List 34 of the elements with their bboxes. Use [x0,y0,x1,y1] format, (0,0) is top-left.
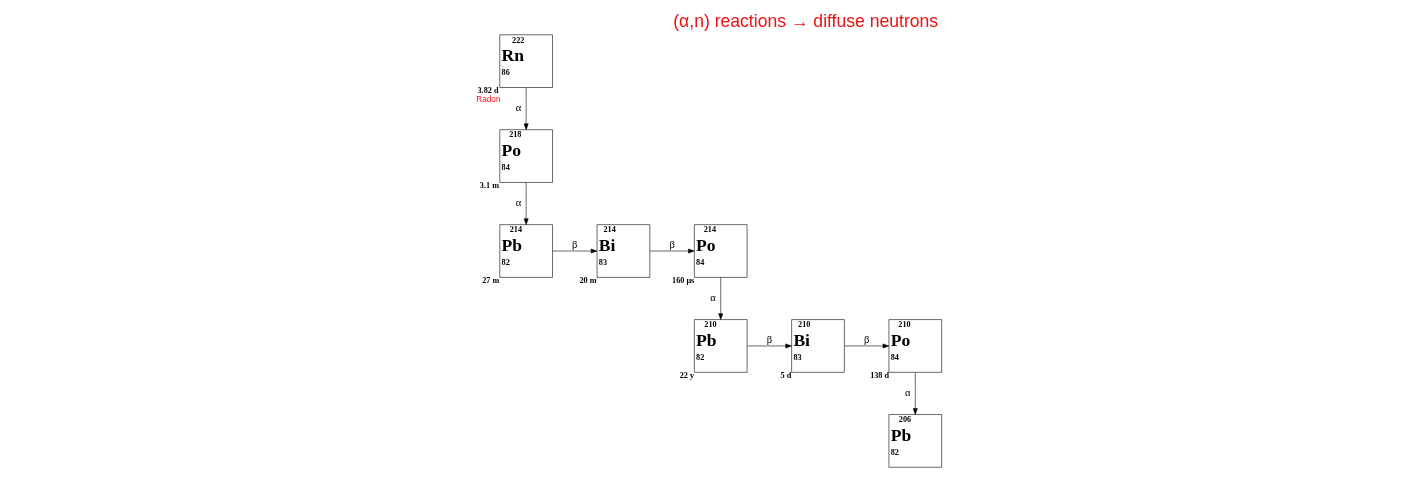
node-box: 210 Pb 82 [693,319,747,373]
node-label: 3.1 m [479,181,499,191]
node-box: 214 Po 84 [693,224,747,278]
node-box: 210 Po 84 [888,319,942,373]
diagram-title: (α,n) reactions → diffuse neutrons [672,11,938,32]
edge-label: α [709,292,716,304]
arrow [717,277,723,320]
arrow [649,248,695,254]
node-box: 214 Bi 83 [596,224,650,278]
edge-label: β [863,333,869,345]
arrow [551,248,597,254]
arrow [912,372,918,415]
node-box: 206 Pb 82 [888,414,942,468]
arrow [523,182,528,225]
node-label: 3.82 d [477,86,498,96]
node-box: 218 Po 84 [499,129,553,183]
edge-label: β [571,238,577,250]
edge-label: α [515,197,521,209]
node-label: 27 m [481,276,499,286]
arrow [843,343,889,349]
node-label: 22 y [679,371,694,381]
arrow [523,87,528,130]
node-label: 20 m [578,276,597,286]
node-label: 5 d [780,371,791,381]
node-label: 160 µs [671,276,694,286]
node-box: 214 Pb 82 [499,224,553,278]
node-box: 222 Rn 86 [499,34,553,88]
edge-label: α [515,102,521,114]
edge-label: β [766,333,772,345]
node-label: 138 d [869,371,889,381]
edge-label: α [904,387,910,398]
node-box: 210 Bi 83 [790,319,845,373]
edge-label: β [668,238,675,250]
arrow [746,343,792,349]
